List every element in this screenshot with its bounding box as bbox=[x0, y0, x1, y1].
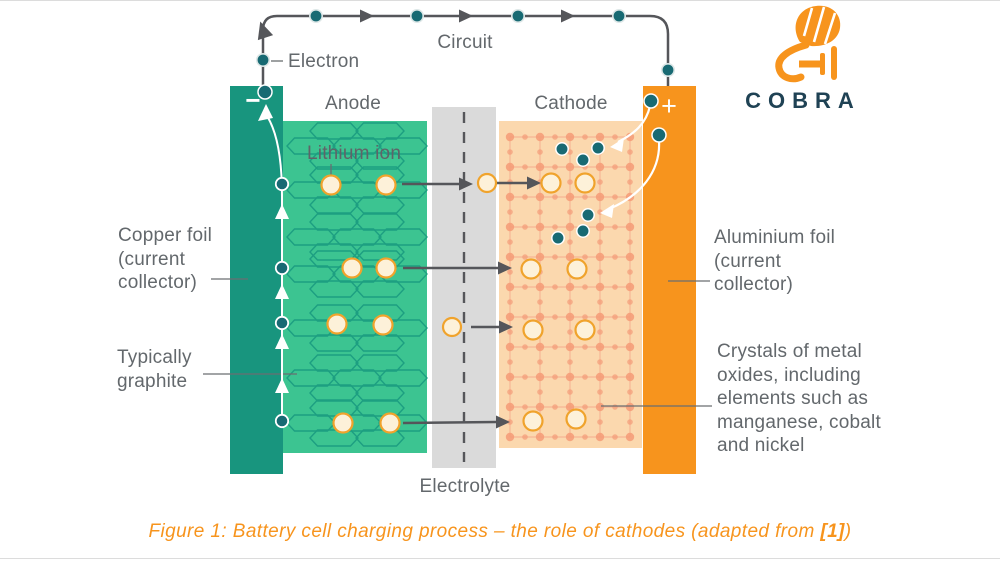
lithium-ion-marker bbox=[341, 257, 363, 279]
transfer-arrow-head-icon bbox=[527, 176, 541, 190]
metal-oxide-lattice bbox=[505, 132, 635, 442]
transfer-arrow-head-icon bbox=[496, 415, 510, 429]
cobra-snake-plug-icon bbox=[775, 5, 841, 83]
white-left-arrow-icon bbox=[600, 204, 614, 218]
electron-dot bbox=[257, 84, 273, 100]
lithium-ion-marker bbox=[375, 257, 397, 279]
lithium-ion-marker bbox=[574, 172, 596, 194]
lithium-ion-marker bbox=[379, 412, 401, 434]
electron-dot bbox=[660, 62, 675, 77]
electron-dot bbox=[581, 208, 595, 222]
electron-flow-copper bbox=[258, 104, 290, 429]
typically-graphite-label: Typically graphite bbox=[117, 347, 192, 392]
copper-foil-label: Copper foil (current collector) bbox=[118, 225, 213, 293]
white-up-arrow-icon bbox=[275, 204, 289, 219]
electron-dot bbox=[591, 141, 605, 155]
lithium-ion-marker bbox=[522, 319, 544, 341]
electrolyte-region bbox=[432, 107, 496, 468]
electron-dot bbox=[255, 52, 270, 67]
electron-dot bbox=[555, 142, 569, 156]
lithium-ion-marker bbox=[476, 172, 498, 194]
lithium-ion-marker bbox=[540, 172, 562, 194]
copper-foil-bar bbox=[230, 86, 283, 474]
lithium-ion-marker bbox=[522, 410, 544, 432]
lithium-ion-marker bbox=[565, 408, 587, 430]
aluminium-foil-label: Aluminium foil (current collector) bbox=[714, 227, 836, 295]
white-up-arrow-icon bbox=[258, 104, 273, 121]
electron-dot bbox=[274, 176, 290, 192]
caption-prefix: Figure 1: Battery cell charging process … bbox=[148, 521, 821, 542]
lithium-ion-marker bbox=[566, 258, 588, 280]
transfer-arrow-head-icon bbox=[499, 320, 513, 334]
lithium-ion-marker bbox=[372, 314, 394, 336]
ion-transfer-arrows bbox=[402, 176, 541, 429]
caption-reference: [1] bbox=[820, 521, 845, 542]
electron-label: Electron bbox=[288, 51, 360, 72]
lithium-ion-marker bbox=[332, 412, 354, 434]
electron-dot bbox=[274, 315, 290, 331]
lithium-ion-label: Lithium ion bbox=[307, 143, 402, 164]
electron-dot bbox=[510, 9, 525, 23]
circuit-label: Circuit bbox=[437, 32, 493, 53]
caption-suffix: ) bbox=[844, 521, 852, 542]
lithium-ion-marker bbox=[375, 174, 397, 196]
wire-electron-dots bbox=[255, 9, 675, 77]
electron-flow-cathode bbox=[257, 84, 667, 245]
electron-dot bbox=[274, 413, 290, 429]
electron-dot bbox=[576, 153, 590, 167]
electron-dot bbox=[576, 224, 590, 238]
page-top-border bbox=[0, 0, 1000, 1]
page-bottom-border bbox=[0, 558, 1000, 559]
wire-right-arrow-icon bbox=[561, 9, 575, 23]
lithium-ion-marker bbox=[441, 316, 463, 338]
transfer-arrow bbox=[402, 420, 497, 425]
electron-dot bbox=[651, 127, 667, 143]
minus-sign: − bbox=[245, 85, 260, 115]
plus-sign: + bbox=[661, 91, 677, 121]
lithium-ion-marker bbox=[520, 258, 542, 280]
wire-right-arrow-icon bbox=[459, 9, 473, 23]
lithium-ion-marker bbox=[326, 313, 348, 335]
white-left-arrow-icon bbox=[610, 138, 624, 152]
white-up-arrow-icon bbox=[275, 284, 289, 299]
anode-label: Anode bbox=[325, 93, 381, 114]
crystals-label: Crystals of metal oxides, including elem… bbox=[717, 341, 881, 456]
electron-dot bbox=[643, 93, 659, 109]
electrolyte-label: Electrolyte bbox=[419, 476, 511, 497]
electron-dot bbox=[308, 9, 323, 23]
electron-dot bbox=[274, 260, 290, 276]
white-up-arrow-icon bbox=[275, 334, 289, 349]
transfer-arrow-head-icon bbox=[459, 177, 473, 191]
electron-dot bbox=[611, 9, 626, 23]
figure-caption: Figure 1: Battery cell charging process … bbox=[0, 521, 1000, 543]
lithium-ions bbox=[320, 172, 596, 434]
lithium-ion-marker bbox=[320, 174, 342, 196]
cobra-logo-text: COBRA bbox=[745, 88, 861, 113]
lithium-ion-marker bbox=[574, 319, 596, 341]
circuit-wire bbox=[255, 9, 675, 86]
aluminium-foil-bar bbox=[643, 86, 696, 474]
white-up-arrow-icon bbox=[275, 378, 289, 393]
wire-right-arrow-icon bbox=[360, 9, 374, 23]
transfer-arrow-head-icon bbox=[498, 261, 512, 275]
cathode-label: Cathode bbox=[534, 93, 608, 114]
electron-dot bbox=[551, 231, 565, 245]
electron-dot bbox=[409, 9, 424, 23]
wire-up-arrow-icon bbox=[257, 21, 274, 41]
